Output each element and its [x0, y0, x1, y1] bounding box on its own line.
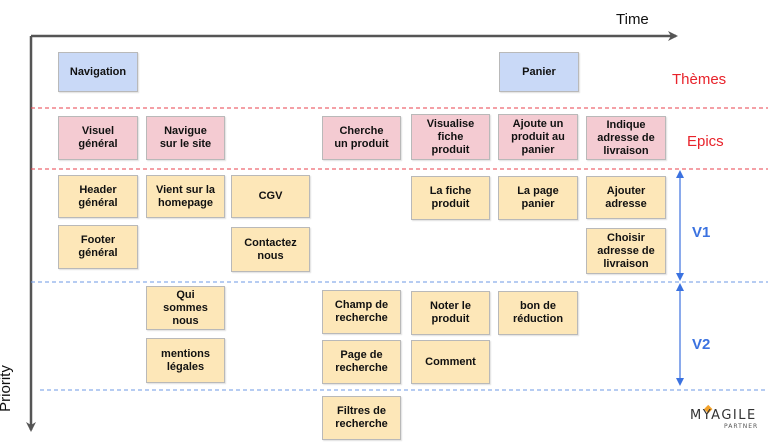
priority-axis-label: Priority [0, 365, 14, 412]
epic-card[interactable]: Ajoute un produit au panier [498, 114, 578, 160]
story-card[interactable]: Filtres de recherche [322, 396, 401, 440]
band-label-themes: Thèmes [672, 71, 727, 88]
epic-card[interactable]: Cherche un produit [322, 116, 401, 160]
time-axis-label: Time [616, 11, 649, 28]
story-card[interactable]: mentions légales [146, 338, 225, 383]
story-card[interactable]: La fiche produit [411, 176, 490, 220]
theme-card[interactable]: Panier [499, 52, 579, 92]
epic-card[interactable]: Navigue sur le site [146, 116, 225, 160]
epic-card[interactable]: Visualise fiche produit [411, 114, 490, 160]
band-label-epics: Epics [687, 133, 724, 150]
logo-icon: ◆ [704, 402, 713, 415]
story-card[interactable]: La page panier [498, 176, 578, 220]
story-card[interactable]: Contactez nous [231, 227, 310, 272]
story-card[interactable]: Comment [411, 340, 490, 384]
story-card[interactable]: Ajouter adresse [586, 176, 666, 219]
band-label-v1: V1 [692, 224, 711, 241]
story-card[interactable]: Qui sommes nous [146, 286, 225, 330]
story-card[interactable]: Noter le produit [411, 291, 490, 335]
story-card[interactable]: Footer général [58, 225, 138, 269]
story-card[interactable]: bon de réduction [498, 291, 578, 335]
story-card[interactable]: Champ de recherche [322, 290, 401, 334]
epic-card[interactable]: Indique adresse de livraison [586, 116, 666, 160]
theme-card[interactable]: Navigation [58, 52, 138, 92]
story-card[interactable]: Choisir adresse de livraison [586, 228, 666, 274]
story-card[interactable]: Vient sur la homepage [146, 175, 225, 218]
myagile-logo: ◆ MYAGILE PARTNER [690, 402, 762, 434]
logo-main-text: MYAGILE [690, 408, 757, 423]
logo-sub-text: PARTNER [724, 423, 759, 430]
story-card[interactable]: CGV [231, 175, 310, 218]
story-card[interactable]: Page de recherche [322, 340, 401, 384]
epic-card[interactable]: Visuel général [58, 116, 138, 160]
story-card[interactable]: Header général [58, 175, 138, 218]
band-label-v2: V2 [692, 336, 711, 353]
